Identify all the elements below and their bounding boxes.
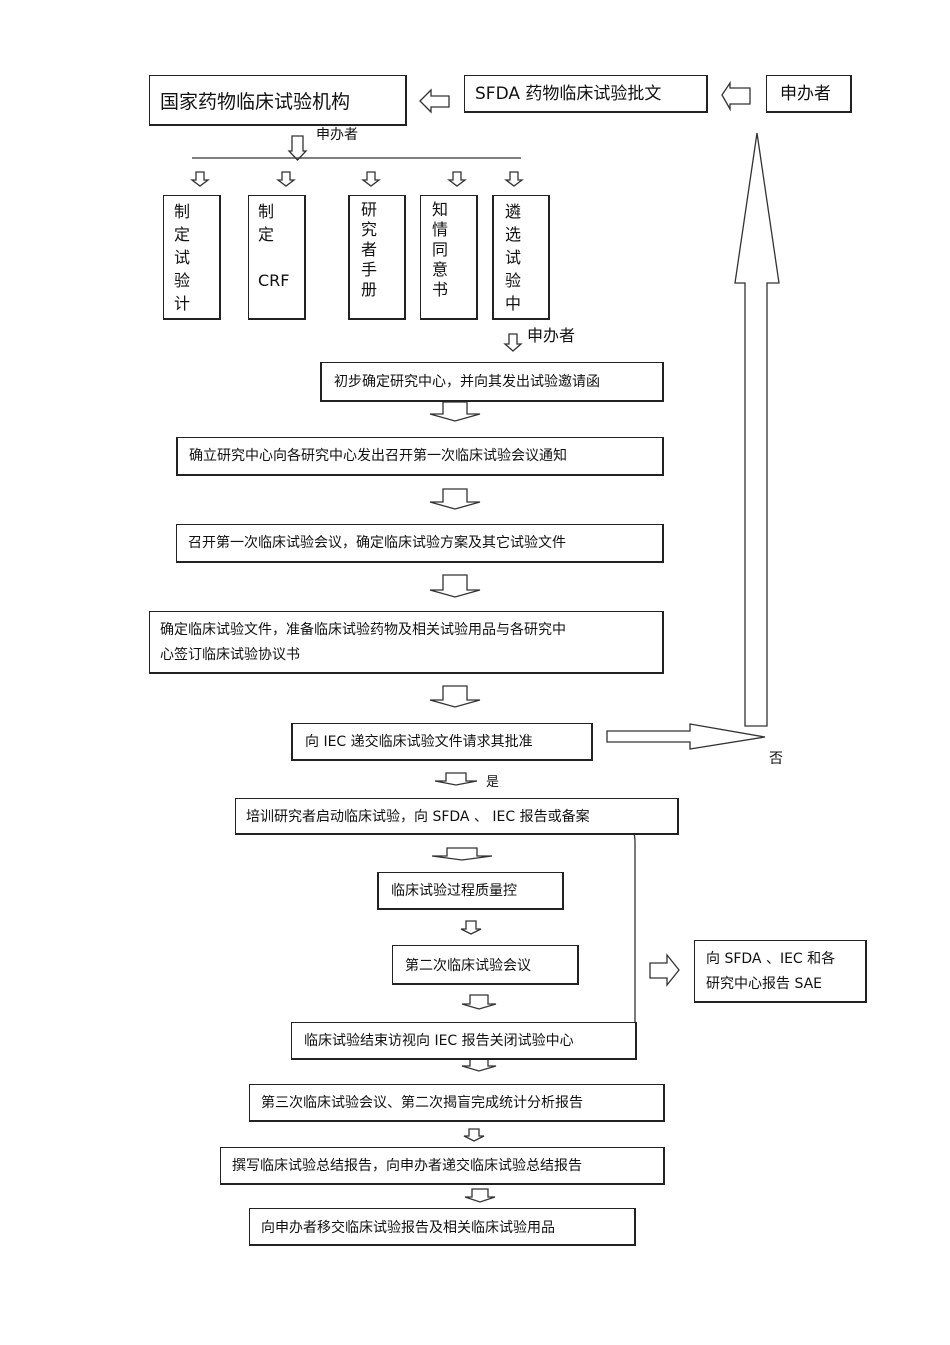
step-label-8: 第二次临床试验会议 (405, 958, 531, 974)
arrow-down-10 (464, 1188, 496, 1203)
doc-box-trial-plan: 制定试验计 (163, 195, 221, 320)
step-box-4: 确定临床试验文件，准备临床试验药物及相关试验用品与各研究中 心签订临床试验协议书 (149, 611, 664, 674)
arrow-left-sponsor-to-sfda (721, 80, 751, 112)
sfda-approval-label: SFDA 药物临床试验批文 (475, 84, 662, 104)
step-box-11-summary: 撰写临床试验总结报告，向申办者递交临床试验总结报告 (220, 1147, 665, 1185)
arrow-down-7 (461, 994, 497, 1010)
arrow-down-doc-2 (276, 171, 296, 187)
arrow-down-institution (287, 135, 308, 161)
arrow-down-1 (429, 401, 481, 422)
institution-label: 国家药物临床试验机构 (160, 91, 351, 113)
arrow-down-doc-3 (361, 171, 381, 187)
step-box-5-iec-submission: 向 IEC 递交临床试验文件请求其批准 (291, 723, 593, 761)
arrow-down-4 (429, 685, 481, 708)
sae-report-box: 向 SFDA 、IEC 和各 研究中心报告 SAE (694, 940, 867, 1003)
no-label: 否 (769, 751, 783, 767)
step-box-2: 确立研究中心向各研究中心发出召开第一次临床试验会议通知 (176, 437, 664, 476)
doc-box-informed-consent: 知情同意书 (420, 195, 478, 320)
step-label-11: 撰写临床试验总结报告，向申办者递交临床试验总结报告 (232, 1158, 582, 1174)
doc-box-investigator-brochure: 研究者手册 (348, 195, 406, 320)
arrow-up-resubmit (734, 132, 780, 727)
step-box-9-closeout: 临床试验结束访视向 IEC 报告关闭试验中心 (291, 1022, 637, 1060)
doc-label-informed-consent: 知情同意书 (431, 200, 448, 299)
step-label-1: 初步确定研究中心，并向其发出试验邀请函 (334, 374, 600, 390)
doc-arrows (190, 171, 524, 187)
step-box-6-start-trial: 培训研究者启动临床试验，向 SFDA 、 IEC 报告或备案 (235, 798, 679, 835)
step-label-7: 临床试验过程质量控 (391, 883, 517, 899)
arrow-down-yes (434, 772, 478, 786)
step-box-8-second-meeting: 第二次临床试验会议 (392, 945, 579, 985)
doc-label-site-selection: 遴选试验中 (504, 202, 521, 313)
yes-label: 是 (486, 775, 500, 790)
arrow-right-no (606, 723, 766, 750)
step-box-7-quality-control: 临床试验过程质量控 (377, 872, 564, 910)
arrow-down-6 (460, 920, 482, 935)
step-label-6: 培训研究者启动临床试验，向 SFDA 、 IEC 报告或备案 (246, 809, 590, 825)
arrow-down-2 (429, 488, 481, 510)
institution-box: 国家药物临床试验机构 (149, 75, 407, 126)
doc-box-site-selection: 遴选试验中 (492, 195, 550, 320)
step-box-12-handover: 向申办者移交临床试验报告及相关临床试验用品 (249, 1208, 636, 1246)
step-box-3: 召开第一次临床试验会议，确定临床试验方案及其它试验文件 (176, 524, 664, 563)
arrow-down-9 (463, 1128, 485, 1142)
sponsor-mid-label: 申办者 (527, 326, 576, 345)
arrow-down-doc-1 (190, 171, 210, 187)
sae-line-2: 研究中心报告 SAE (706, 976, 823, 992)
step-label-9: 临床试验结束访视向 IEC 报告关闭试验中心 (304, 1033, 574, 1049)
arrow-down-doc-5 (504, 171, 524, 187)
step-label-4b: 心签订临床试验协议书 (160, 647, 300, 663)
step-label-2: 确立研究中心向各研究中心发出召开第一次临床试验会议通知 (189, 448, 567, 464)
arrow-down-doc-4 (447, 171, 467, 187)
arrow-left-sfda-to-institution (419, 88, 450, 114)
arrow-down-5 (431, 847, 493, 861)
sponsor-top-label: 申办者 (316, 127, 358, 143)
sponsor-box: 申办者 (766, 75, 852, 113)
sae-line-1: 向 SFDA 、IEC 和各 (706, 951, 836, 967)
sponsor-label: 申办者 (780, 84, 831, 104)
arrow-right-sae (649, 953, 680, 987)
sfda-approval-box: SFDA 药物临床试验批文 (464, 75, 708, 113)
doc-label-investigator-brochure: 研究者手册 (360, 200, 377, 299)
step-label-10: 第三次临床试验会议、第二次揭盲完成统计分析报告 (261, 1095, 583, 1111)
step-label-12: 向申办者移交临床试验报告及相关临床试验用品 (261, 1220, 555, 1236)
step-box-10-analysis: 第三次临床试验会议、第二次揭盲完成统计分析报告 (249, 1084, 665, 1122)
step-label-4a: 确定临床试验文件，准备临床试验药物及相关试验用品与各研究中 (160, 622, 566, 638)
step-label-5: 向 IEC 递交临床试验文件请求其批准 (305, 734, 533, 750)
arrow-down-8 (461, 1058, 497, 1072)
doc-label-trial-plan: 制定试验计 (173, 202, 190, 313)
monitoring-bracket (624, 822, 636, 1036)
step-label-3: 召开第一次临床试验会议，确定临床试验方案及其它试验文件 (188, 535, 566, 551)
arrow-down-3 (429, 574, 481, 598)
arrow-down-sponsor-mid (503, 333, 523, 352)
step-box-1: 初步确定研究中心，并向其发出试验邀请函 (320, 362, 664, 402)
